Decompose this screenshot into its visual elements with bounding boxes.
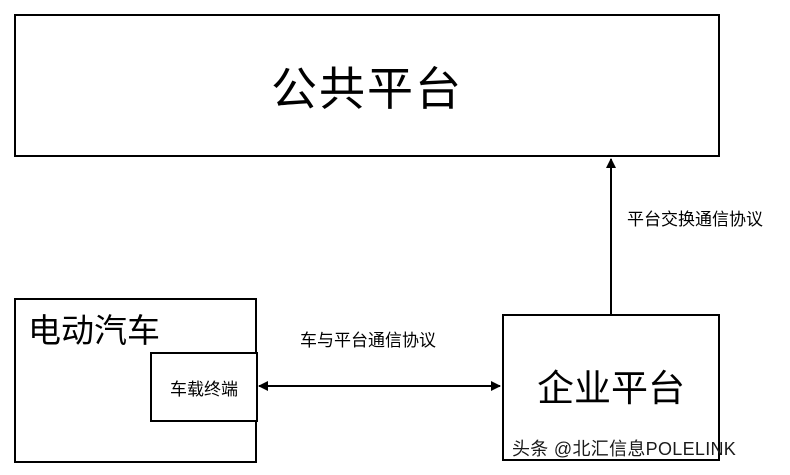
electric-vehicle-label: 电动汽车 <box>28 311 160 350</box>
public-platform-label: 公共平台 <box>271 61 463 116</box>
enterprise-platform-node: 企业平台 <box>502 314 720 461</box>
public-platform-node: 公共平台 <box>14 14 720 157</box>
vehicle-terminal-label: 车载终端 <box>170 379 238 400</box>
vehicle-platform-protocol-label: 车与平台通信协议 <box>300 331 436 351</box>
watermark: 头条 @北汇信息POLELINK <box>512 439 737 459</box>
enterprise-platform-label: 企业平台 <box>537 366 685 410</box>
platform-exchange-protocol-label: 平台交换通信协议 <box>627 210 763 230</box>
vehicle-terminal-node: 车载终端 <box>150 352 258 422</box>
